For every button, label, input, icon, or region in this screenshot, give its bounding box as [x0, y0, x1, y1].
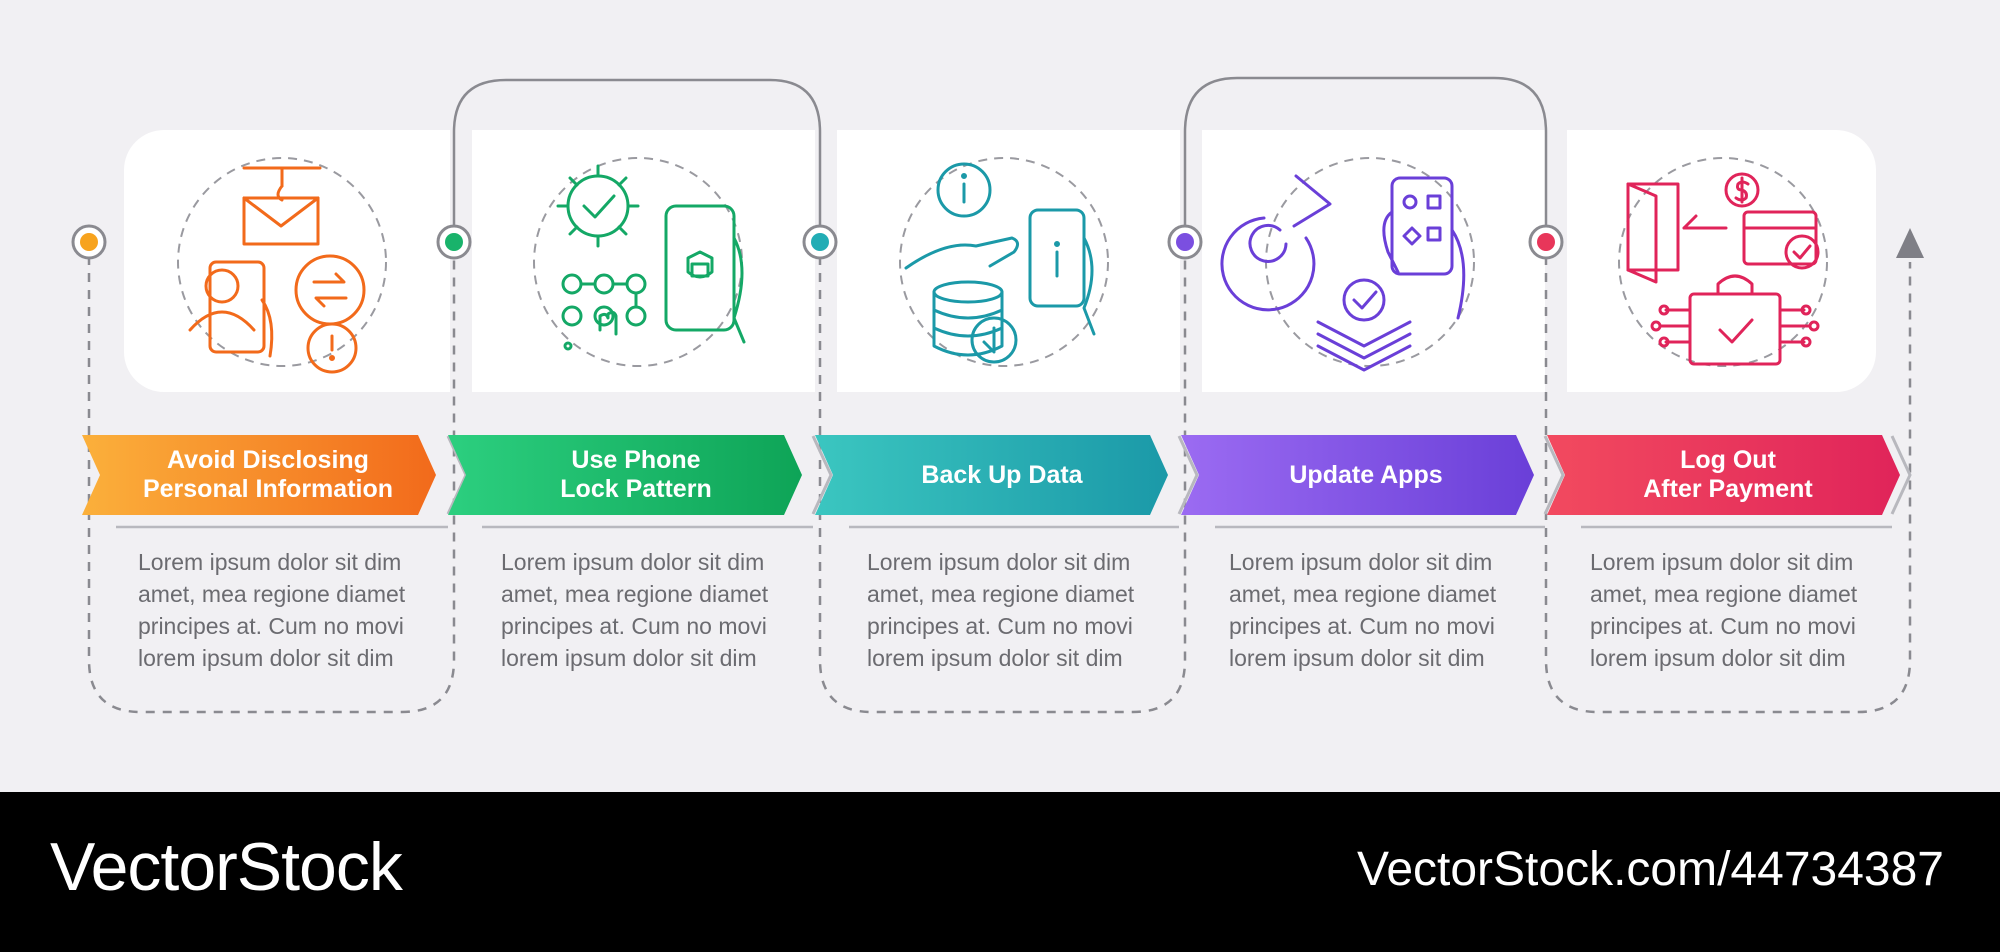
chevron-3: [815, 435, 1199, 529]
end-arrow-icon: [1896, 228, 1924, 258]
logout-payment-icon: [1626, 172, 1820, 366]
phishing-warning-icon: [188, 166, 366, 374]
brand-logo: VectorStock: [50, 829, 403, 905]
top-connectors: [452, 76, 1548, 242]
phone-lock-pattern-icon: [556, 164, 746, 351]
chevron-5: [1547, 435, 1912, 529]
step-chevrons: [82, 435, 1912, 529]
brand-url: VectorStock.com/44734387: [1356, 843, 1944, 896]
node-2: [436, 224, 472, 260]
chevron-4: [1181, 435, 1565, 529]
node-3: [802, 224, 838, 260]
step-4-title: Update Apps: [1289, 460, 1443, 489]
step-2-description: Lorem ipsum dolor sit dim amet, mea regi…: [501, 549, 769, 671]
data-backup-icon: [904, 162, 1096, 364]
step-3-title: Back Up Data: [921, 460, 1083, 489]
watermark-footer: VectorStock VectorStock.com/44734387: [0, 792, 2000, 952]
infographic-graphics: [71, 76, 1924, 714]
step-3-description: Lorem ipsum dolor sit dim amet, mea regi…: [867, 549, 1135, 671]
timeline-nodes: [71, 224, 1924, 260]
step-4-description: Lorem ipsum dolor sit dim amet, mea regi…: [1229, 549, 1497, 671]
node-1: [71, 224, 107, 260]
chevron-2: [448, 435, 833, 529]
bottom-connectors: [87, 256, 1912, 714]
step-1-description: Lorem ipsum dolor sit dim amet, mea regi…: [138, 549, 406, 671]
app-update-icon: [1220, 174, 1466, 372]
node-5: [1528, 224, 1564, 260]
node-4: [1167, 224, 1203, 260]
step-5-description: Lorem ipsum dolor sit dim amet, mea regi…: [1590, 549, 1858, 671]
